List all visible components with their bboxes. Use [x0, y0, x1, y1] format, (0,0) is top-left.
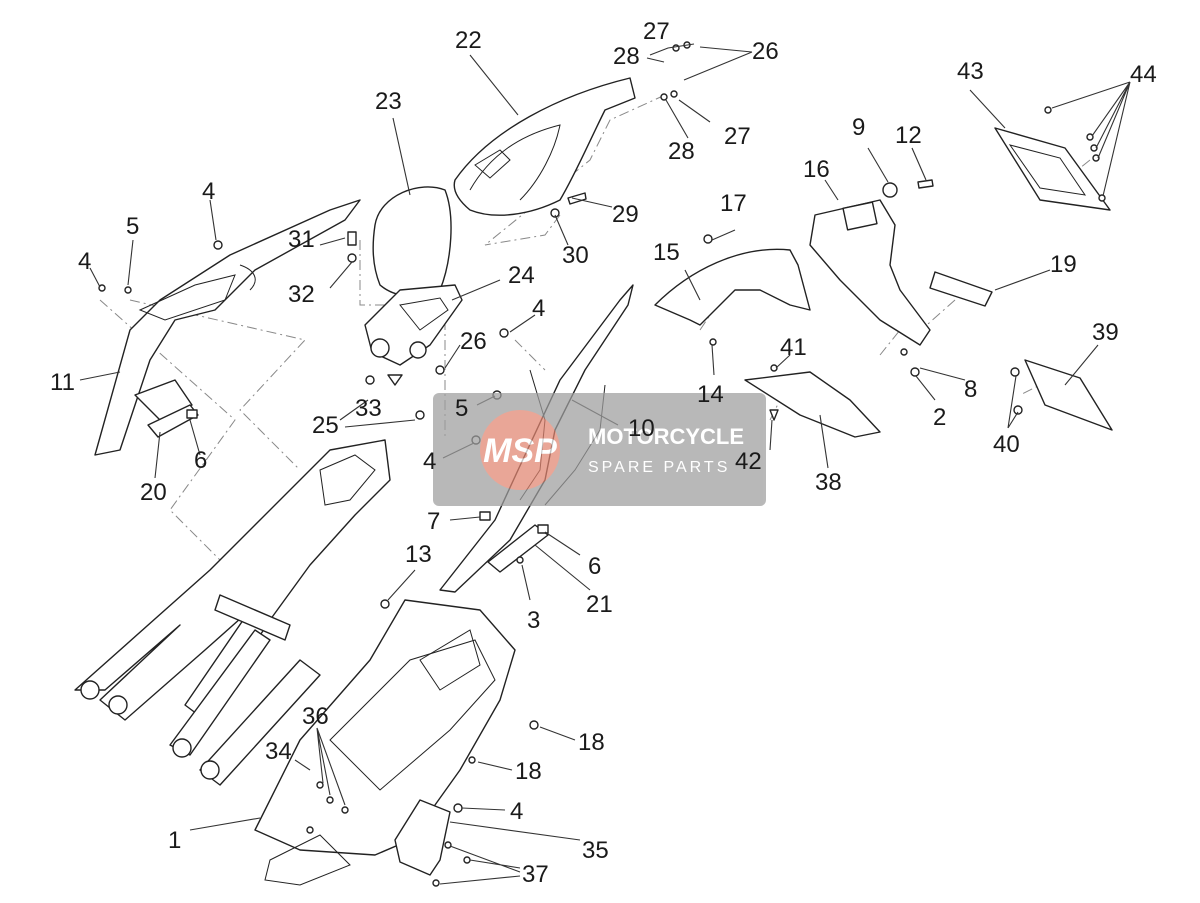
callout-38: 38: [815, 469, 842, 496]
callout-16: 16: [803, 156, 830, 183]
callout-labels: 22 27 28 26 27 28 23 43 44 9 12 16 29 4 …: [50, 18, 1157, 888]
callout-13: 13: [405, 541, 432, 568]
callout-33: 33: [355, 395, 382, 422]
callout-7: 7: [427, 508, 440, 535]
callout-40: 40: [993, 431, 1020, 458]
callout-11: 11: [50, 369, 75, 396]
plate-bracket: [809, 199, 931, 346]
callout-12: 12: [895, 122, 922, 149]
callout-18: 18: [578, 729, 605, 756]
license-plate-holder: [994, 127, 1111, 211]
callout-23: 23: [375, 88, 402, 115]
left-side-panel: [94, 199, 361, 456]
callout-30: 30: [562, 242, 589, 269]
watermark-line1: MOTORCYCLE: [588, 424, 744, 449]
mud-flap: [744, 371, 881, 438]
callout-27: 27: [724, 123, 751, 150]
callout-8: 8: [964, 376, 977, 403]
callout-26: 26: [460, 328, 487, 355]
callout-4: 4: [532, 295, 545, 322]
callout-15: 15: [653, 239, 680, 266]
callout-35: 35: [582, 837, 609, 864]
watermark: MSP MOTORCYCLE SPARE PARTS: [433, 393, 766, 506]
callout-28: 28: [613, 43, 640, 70]
right-footpeg: [487, 524, 549, 573]
tail-cover: [453, 77, 636, 216]
callout-36: 36: [302, 703, 329, 730]
callout-17: 17: [720, 190, 747, 217]
callout-4: 4: [78, 248, 91, 275]
callout-34: 34: [265, 738, 292, 765]
rear-subframe: [74, 439, 391, 786]
callout-42: 42: [735, 448, 762, 475]
callout-25: 25: [312, 412, 339, 439]
callout-6: 6: [194, 447, 207, 474]
watermark-logo-text: MSP: [483, 432, 557, 470]
callout-10: 10: [628, 415, 655, 442]
rear-cover-plate: [1024, 359, 1113, 431]
callout-9: 9: [852, 114, 865, 141]
watermark-logo-mark: [480, 410, 560, 490]
callout-5: 5: [455, 395, 468, 422]
callout-28: 28: [668, 138, 695, 165]
callout-44: 44: [1130, 61, 1157, 88]
callout-32: 32: [288, 281, 315, 308]
rear-hugger: [654, 248, 811, 326]
callout-21: 21: [586, 591, 613, 618]
callout-41: 41: [780, 334, 807, 361]
callout-37: 37: [522, 861, 549, 888]
callout-18: 18: [515, 758, 542, 785]
callout-4: 4: [202, 178, 215, 205]
rear-seat-pad: [372, 186, 452, 298]
callout-4: 4: [510, 798, 523, 825]
callout-39: 39: [1092, 319, 1119, 346]
callout-26: 26: [752, 38, 779, 65]
undertray-cover: [394, 799, 451, 876]
callout-6: 6: [588, 553, 601, 580]
callout-14: 14: [697, 381, 724, 408]
callout-31: 31: [288, 226, 315, 253]
watermark-line2: SPARE PARTS: [588, 459, 730, 476]
callout-22: 22: [455, 27, 482, 54]
callout-2: 2: [933, 404, 946, 431]
callout-43: 43: [957, 58, 984, 85]
callout-29: 29: [612, 201, 639, 228]
callout-24: 24: [508, 262, 535, 289]
callout-1: 1: [168, 827, 181, 854]
rear-reflector: [929, 271, 993, 307]
callout-20: 20: [140, 479, 167, 506]
callout-5: 5: [126, 213, 139, 240]
callout-4: 4: [423, 448, 436, 475]
callout-3: 3: [527, 607, 540, 634]
left-footpeg-bracket: [134, 379, 193, 421]
undertray: [254, 599, 516, 886]
fasteners: [98, 41, 1106, 887]
callout-19: 19: [1050, 251, 1077, 278]
callout-27: 27: [643, 18, 670, 45]
